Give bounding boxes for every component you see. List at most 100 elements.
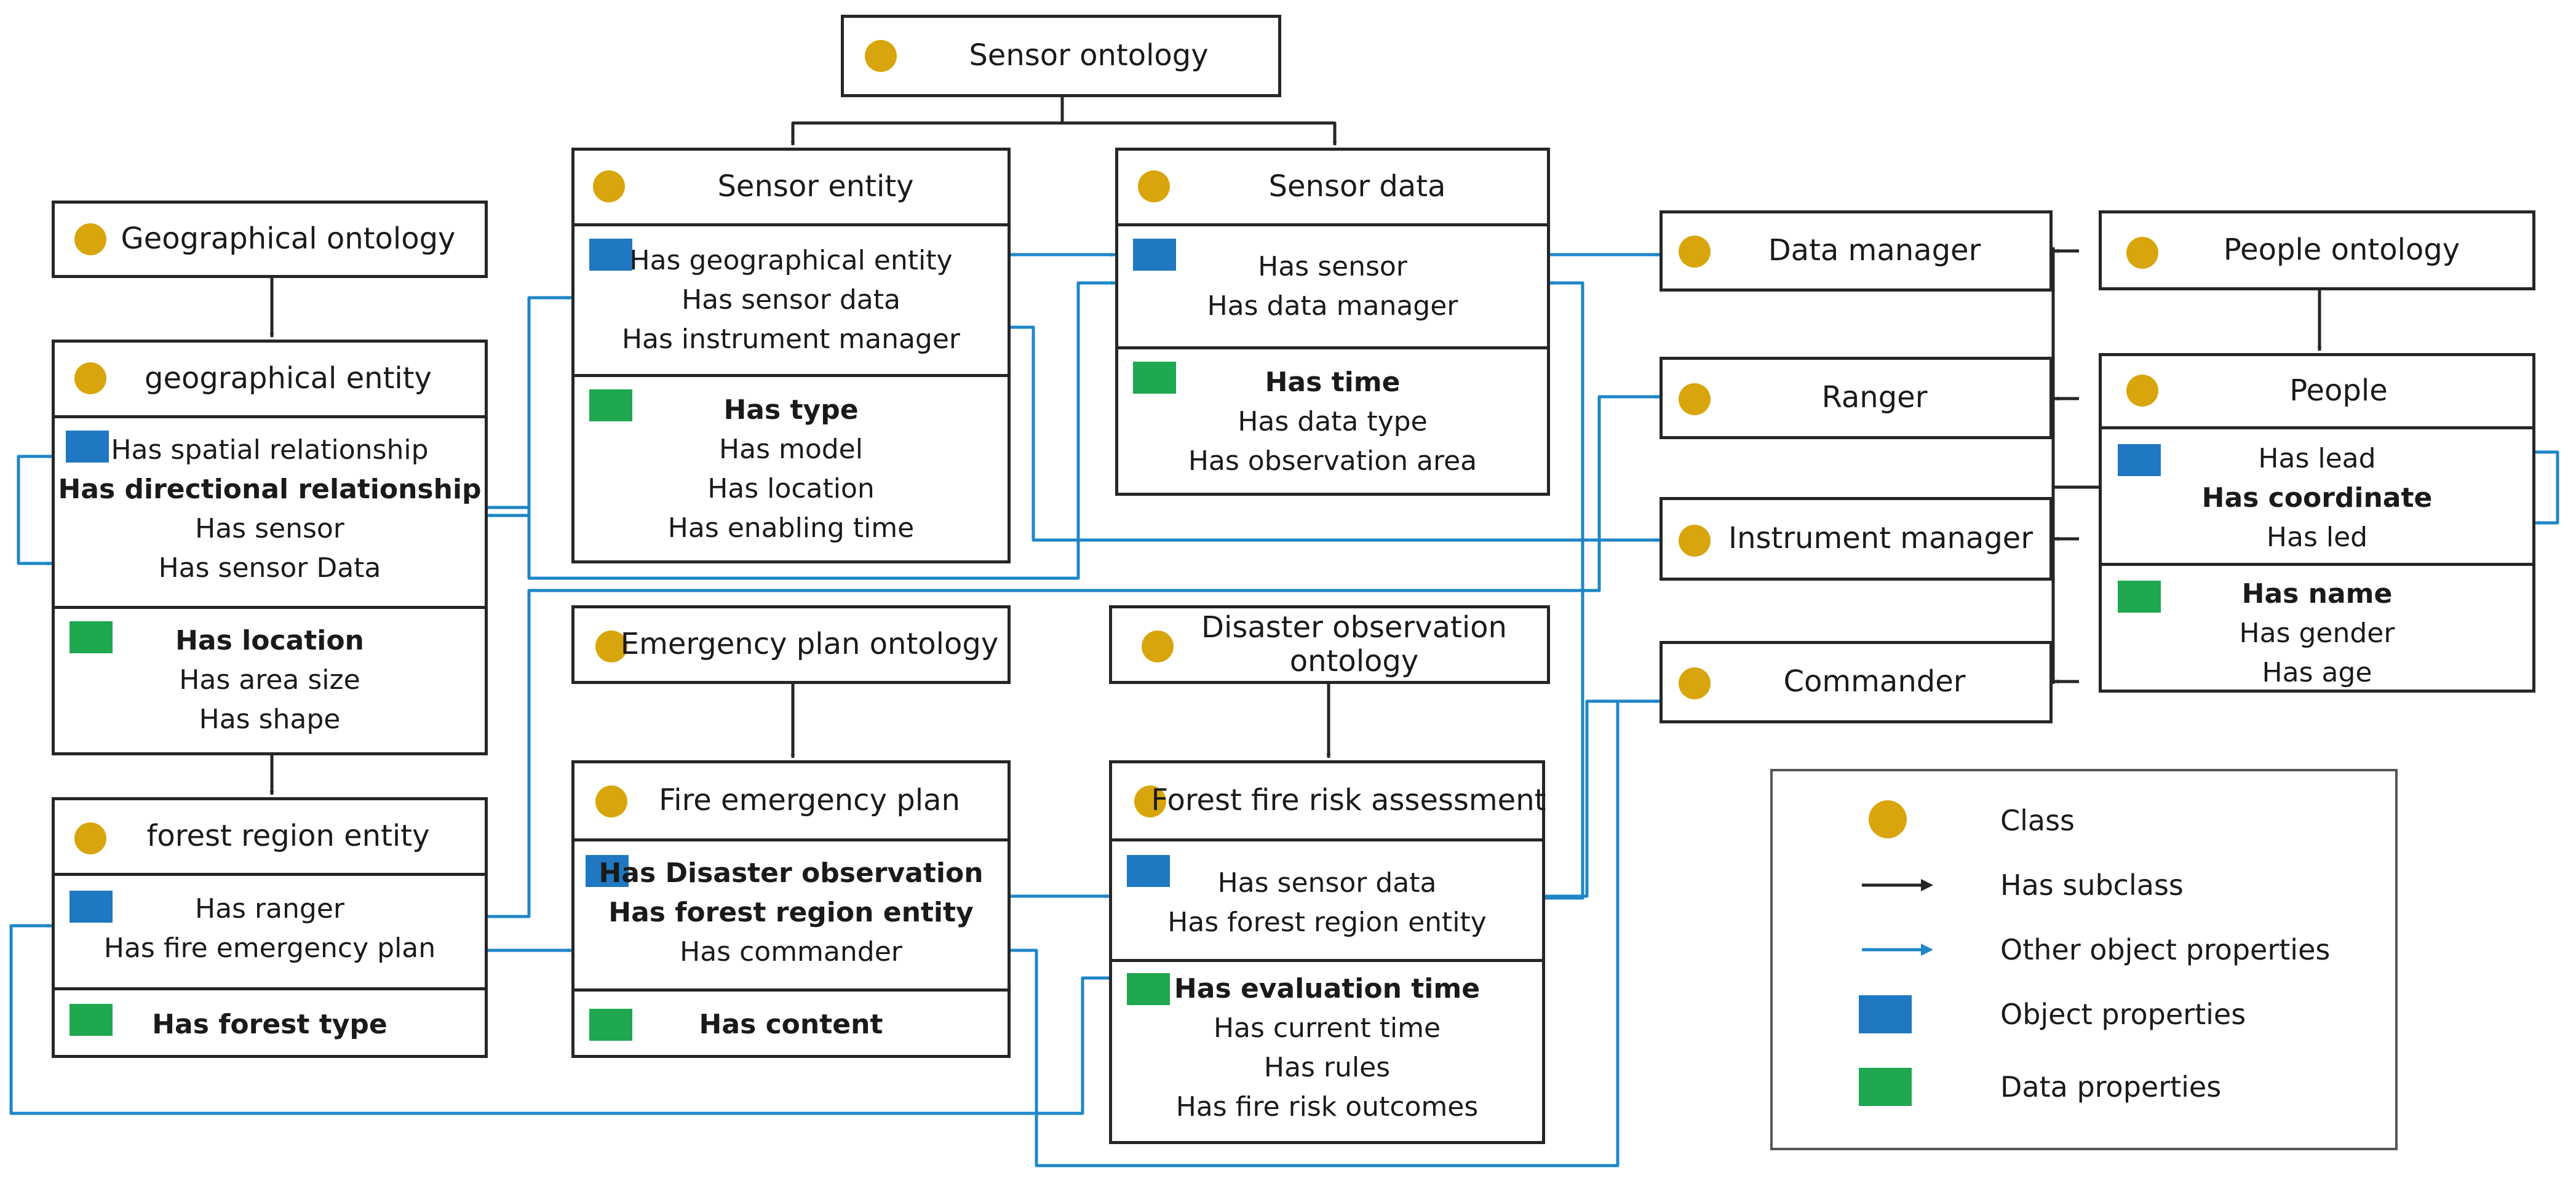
class-dot-icon (595, 785, 627, 817)
object-property: Has instrument manager (621, 324, 961, 355)
object-property: Has ranger (195, 893, 344, 925)
data-property: Has fire risk outcomes (1175, 1091, 1479, 1123)
object-property: Has forest region entity (608, 897, 974, 928)
object-property: Has Disaster observation (598, 857, 984, 889)
link-risk-assessment-to-commander (1545, 699, 1660, 898)
legend-other-object-label: Other object properties (2000, 933, 2331, 966)
people-ontology-title: People ontology (2223, 233, 2460, 268)
instrument-manager-box: Instrument manager (1660, 497, 2053, 581)
object-property-icon (586, 855, 629, 887)
emergency-plan-ontology-box: Emergency plan ontology (571, 605, 1011, 684)
class-dot-icon (2126, 237, 2158, 269)
link-fire-plan-to-commander (1011, 701, 1620, 1167)
object-property-icon (70, 891, 113, 923)
class-dot-icon (74, 362, 106, 394)
subclass-link-sensor-ontology-data (1062, 121, 1337, 146)
data-property-icon (1133, 362, 1176, 394)
object-property: Has directional relationship (58, 474, 482, 505)
object-property: Has data manager (1207, 290, 1458, 322)
link-people-self (2535, 450, 2559, 525)
data-property: Has observation area (1188, 445, 1477, 477)
legend-object-properties-label: Object properties (2000, 998, 2246, 1031)
data-property-icon (589, 389, 632, 421)
link-risk-assessment-to-forest-region (9, 923, 1109, 1115)
object-property-icon (589, 239, 632, 271)
object-property: Has geographical entity (629, 245, 953, 276)
class-dot-icon (1134, 785, 1166, 817)
legend-class-label: Class (2000, 804, 2075, 837)
object-property: Has spatial relationship (111, 434, 429, 466)
fire-emergency-plan-title: Fire emergency plan (659, 783, 960, 818)
data-property: Has location (707, 473, 875, 504)
class-dot-icon (74, 822, 106, 854)
data-property: Has current time (1213, 1012, 1441, 1044)
data-property-icon (2118, 581, 2161, 613)
disaster-observation-ontology-title: Disaster observation ontology (1201, 610, 1507, 678)
forest-region-entity-title: forest region entity (146, 819, 430, 854)
sensor-data-title: Sensor data (1268, 169, 1446, 204)
commander-title: Commander (1783, 664, 1966, 699)
data-manager-title: Data manager (1768, 233, 1981, 268)
class-dot-icon (74, 223, 106, 255)
subclass-link-sensor-ontology (790, 97, 1064, 146)
data-property: Has time (1265, 367, 1401, 398)
class-dot-icon (1679, 667, 1711, 699)
sensor-entity-box: Sensor entity Has geographical entity Ha… (571, 148, 1011, 563)
class-dot-icon (1138, 170, 1170, 202)
link-geo-entity-self (17, 455, 52, 566)
object-property: Has forest region entity (1167, 907, 1487, 938)
object-property: Has coordinate (2201, 482, 2433, 514)
data-manager-box: Data manager (1660, 210, 2053, 292)
commander-box: Commander (1660, 641, 2053, 723)
legend-subclass-label: Has subclass (2000, 869, 2184, 902)
data-property: Has gender (2239, 618, 2395, 649)
people-ontology-box: People ontology (2099, 210, 2535, 290)
object-property: Has sensor (195, 513, 344, 544)
data-property: Has type (723, 394, 859, 426)
data-property: Has rules (1263, 1052, 1391, 1083)
object-property-icon (1133, 239, 1176, 271)
data-property-icon (70, 621, 113, 653)
object-property: Has fire emergency plan (103, 932, 436, 964)
sensor-ontology-title: Sensor ontology (969, 38, 1209, 73)
object-property-icon (2118, 444, 2161, 476)
subclass-link-people-trunk (2051, 247, 2099, 489)
data-property: Has content (699, 1009, 883, 1040)
sensor-entity-title: Sensor entity (717, 169, 914, 204)
data-property: Has data type (1238, 406, 1428, 437)
class-dot-icon (1679, 525, 1711, 557)
data-property: Has enabling time (667, 512, 915, 544)
class-dot-icon (593, 170, 625, 202)
forest-region-entity-box: forest region entity Has ranger Has fire… (52, 797, 488, 1058)
object-property: Has commander (680, 936, 902, 968)
link-sensor-entity-to-instrument-manager (1011, 325, 1660, 543)
data-property-icon (70, 1004, 113, 1036)
link-forest-region-to-ranger (488, 394, 1660, 918)
ranger-box: Ranger (1660, 357, 2053, 439)
class-dot-icon (865, 40, 897, 72)
class-dot-icon (595, 630, 627, 662)
data-property: Has evaluation time (1174, 973, 1481, 1004)
sensor-ontology-box: Sensor ontology (841, 15, 1281, 97)
class-dot-icon (2126, 375, 2158, 407)
class-dot-icon (1679, 383, 1711, 415)
object-property-arrow-icon (1862, 944, 1933, 956)
forest-fire-risk-assessment-box: Forest fire risk assessment Has sensor d… (1109, 760, 1546, 1144)
object-property: Has sensor data (682, 284, 900, 316)
subclass-arrow-icon (1862, 879, 1933, 891)
data-property: Has name (2241, 578, 2393, 610)
legend: Class Has subclass Other object properti… (1770, 769, 2398, 1150)
emergency-plan-ontology-title: Emergency plan ontology (620, 627, 999, 662)
people-box: People Has lead Has coordinate Has led H… (2099, 353, 2535, 693)
object-property-icon (66, 431, 109, 463)
data-property: Has forest type (152, 1009, 388, 1040)
geographical-entity-box: geographical entity Has spatial relation… (52, 340, 488, 755)
object-property-icon (1859, 995, 1912, 1033)
forest-fire-risk-assessment-title: Forest fire risk assessment (1151, 783, 1546, 818)
class-dot-icon (1869, 800, 1907, 838)
geographical-entity-title: geographical entity (145, 361, 432, 396)
data-property-icon (1127, 973, 1170, 1005)
object-property: Has sensor (1258, 251, 1407, 282)
object-property: Has sensor Data (158, 552, 381, 584)
